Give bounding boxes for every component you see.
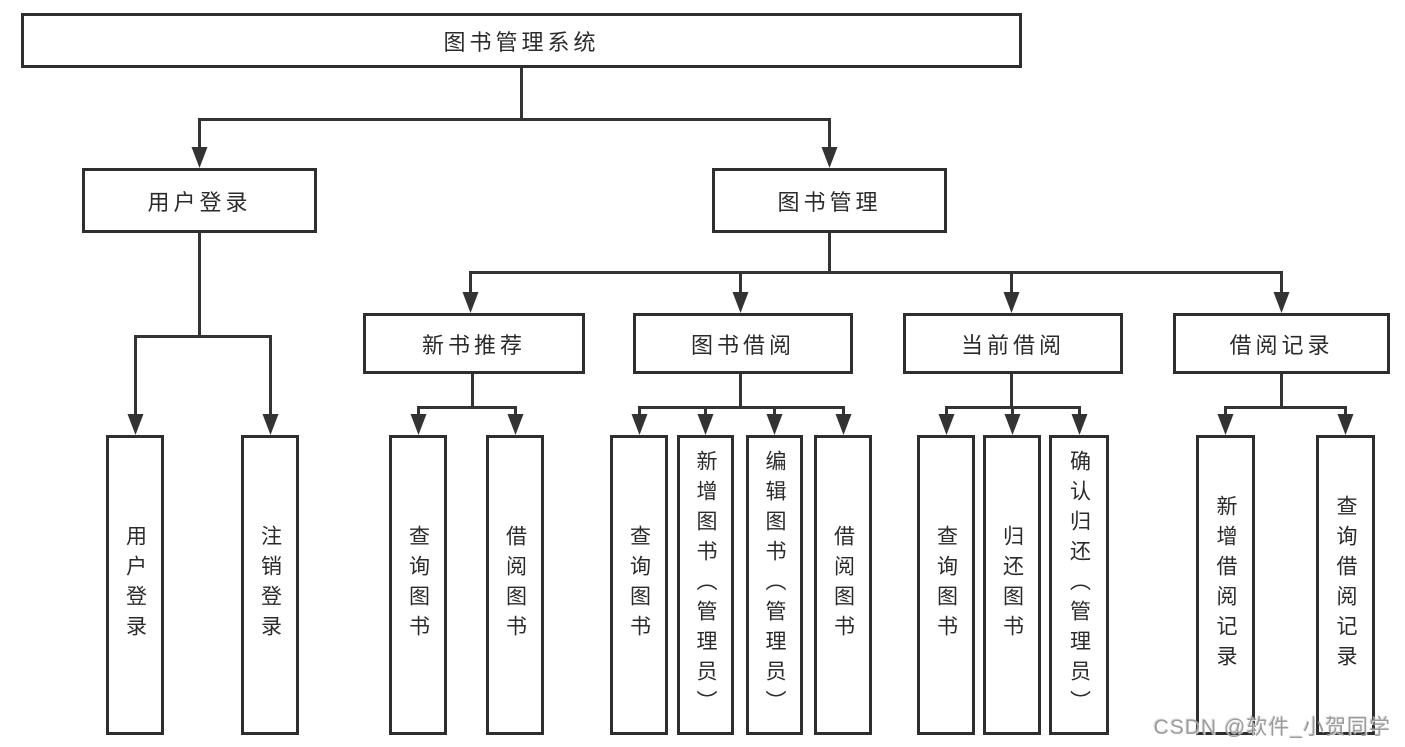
leaf-logout: 注销登录 [241,435,299,735]
node-label: 用户登录 [147,189,252,215]
leaf-query-books-2: 查询图书 [610,435,668,735]
node-label: 编辑图书（管理员） [763,450,787,720]
leaf-query-books-3: 查询图书 [917,435,975,735]
leaf-add-book-admin: 新增图书（管理员） [677,435,734,735]
leaf-add-borrow-record: 新增借阅记录 [1196,435,1255,735]
node-label: 确认归还（管理员） [1067,450,1091,720]
node-label: 注销登录 [258,525,282,645]
node-label: 用户登录 [123,525,147,645]
leaf-return-book: 归还图书 [983,435,1041,735]
leaf-borrow-books-1: 借阅图书 [486,435,544,735]
leaf-query-books-1: 查询图书 [389,435,447,735]
node-user-login: 用户登录 [82,168,317,233]
node-label: 新书推荐 [421,332,526,358]
node-label: 借阅图书 [831,525,855,645]
node-borrowing-records: 借阅记录 [1173,313,1390,374]
node-label: 当前借阅 [960,332,1065,358]
node-label: 图书管理系统 [443,29,600,55]
node-book-borrowing: 图书借阅 [633,313,853,374]
node-label: 归还图书 [1000,525,1024,645]
node-label: 查询图书 [627,525,651,645]
node-current-borrowing: 当前借阅 [903,313,1123,374]
node-label: 查询图书 [934,525,958,645]
node-label: 新增图书（管理员） [694,450,718,720]
leaf-confirm-return-admin: 确认归还（管理员） [1049,435,1109,735]
leaf-borrow-books-2: 借阅图书 [814,435,872,735]
node-library-management-system: 图书管理系统 [21,13,1022,68]
node-label: 图书管理 [777,189,882,215]
csdn-watermark: CSDN @软件_小贺同学 [1153,716,1391,739]
node-label: 查询图书 [406,525,430,645]
node-book-management: 图书管理 [712,168,947,233]
leaf-user-login: 用户登录 [106,435,164,735]
node-label: 借阅记录 [1229,332,1334,358]
leaf-edit-book-admin: 编辑图书（管理员） [746,435,803,735]
node-label: 新增借阅记录 [1214,495,1238,675]
node-label: 查询借阅记录 [1334,495,1358,675]
node-label: 图书借阅 [690,332,795,358]
node-label: 借阅图书 [503,525,527,645]
leaf-query-borrow-record: 查询借阅记录 [1316,435,1375,735]
node-new-book-recommendation: 新书推荐 [363,313,585,374]
